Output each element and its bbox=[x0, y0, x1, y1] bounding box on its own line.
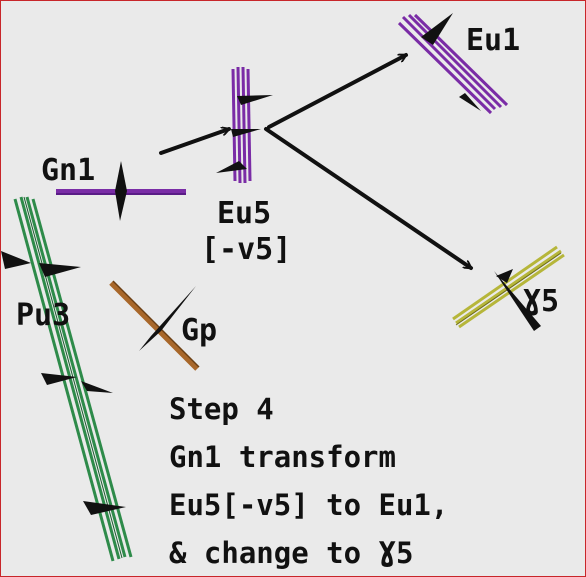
eu5-molecule bbox=[216, 66, 273, 184]
caption-line-4: & change to Ɣ5 bbox=[169, 536, 413, 570]
gp-molecule bbox=[109, 280, 200, 371]
label-eu5-sub: [-v5] bbox=[201, 232, 291, 267]
label-gp: Gp bbox=[181, 313, 217, 348]
caption-line-2: Gn1 transform bbox=[169, 440, 396, 474]
label-gn1: Gn1 bbox=[41, 153, 95, 188]
eu1-molecule bbox=[397, 13, 509, 115]
label-y5: Ɣ5 bbox=[523, 284, 559, 319]
arrow-eu5-to-y5 bbox=[264, 127, 471, 270]
caption-line-1: Step 4 bbox=[169, 392, 274, 426]
y5-molecule bbox=[452, 245, 565, 331]
label-pu3: Pu3 bbox=[16, 298, 70, 333]
arrow-eu5-to-eu1 bbox=[267, 53, 406, 129]
caption-line-3: Eu5[-v5] to Eu1, bbox=[169, 488, 448, 522]
label-eu1: Eu1 bbox=[466, 23, 520, 58]
label-eu5: Eu5 bbox=[217, 196, 271, 231]
arrow-gn1-to-eu5 bbox=[159, 129, 229, 155]
gn1-molecule bbox=[56, 161, 186, 221]
pu3-molecule bbox=[1, 196, 133, 562]
